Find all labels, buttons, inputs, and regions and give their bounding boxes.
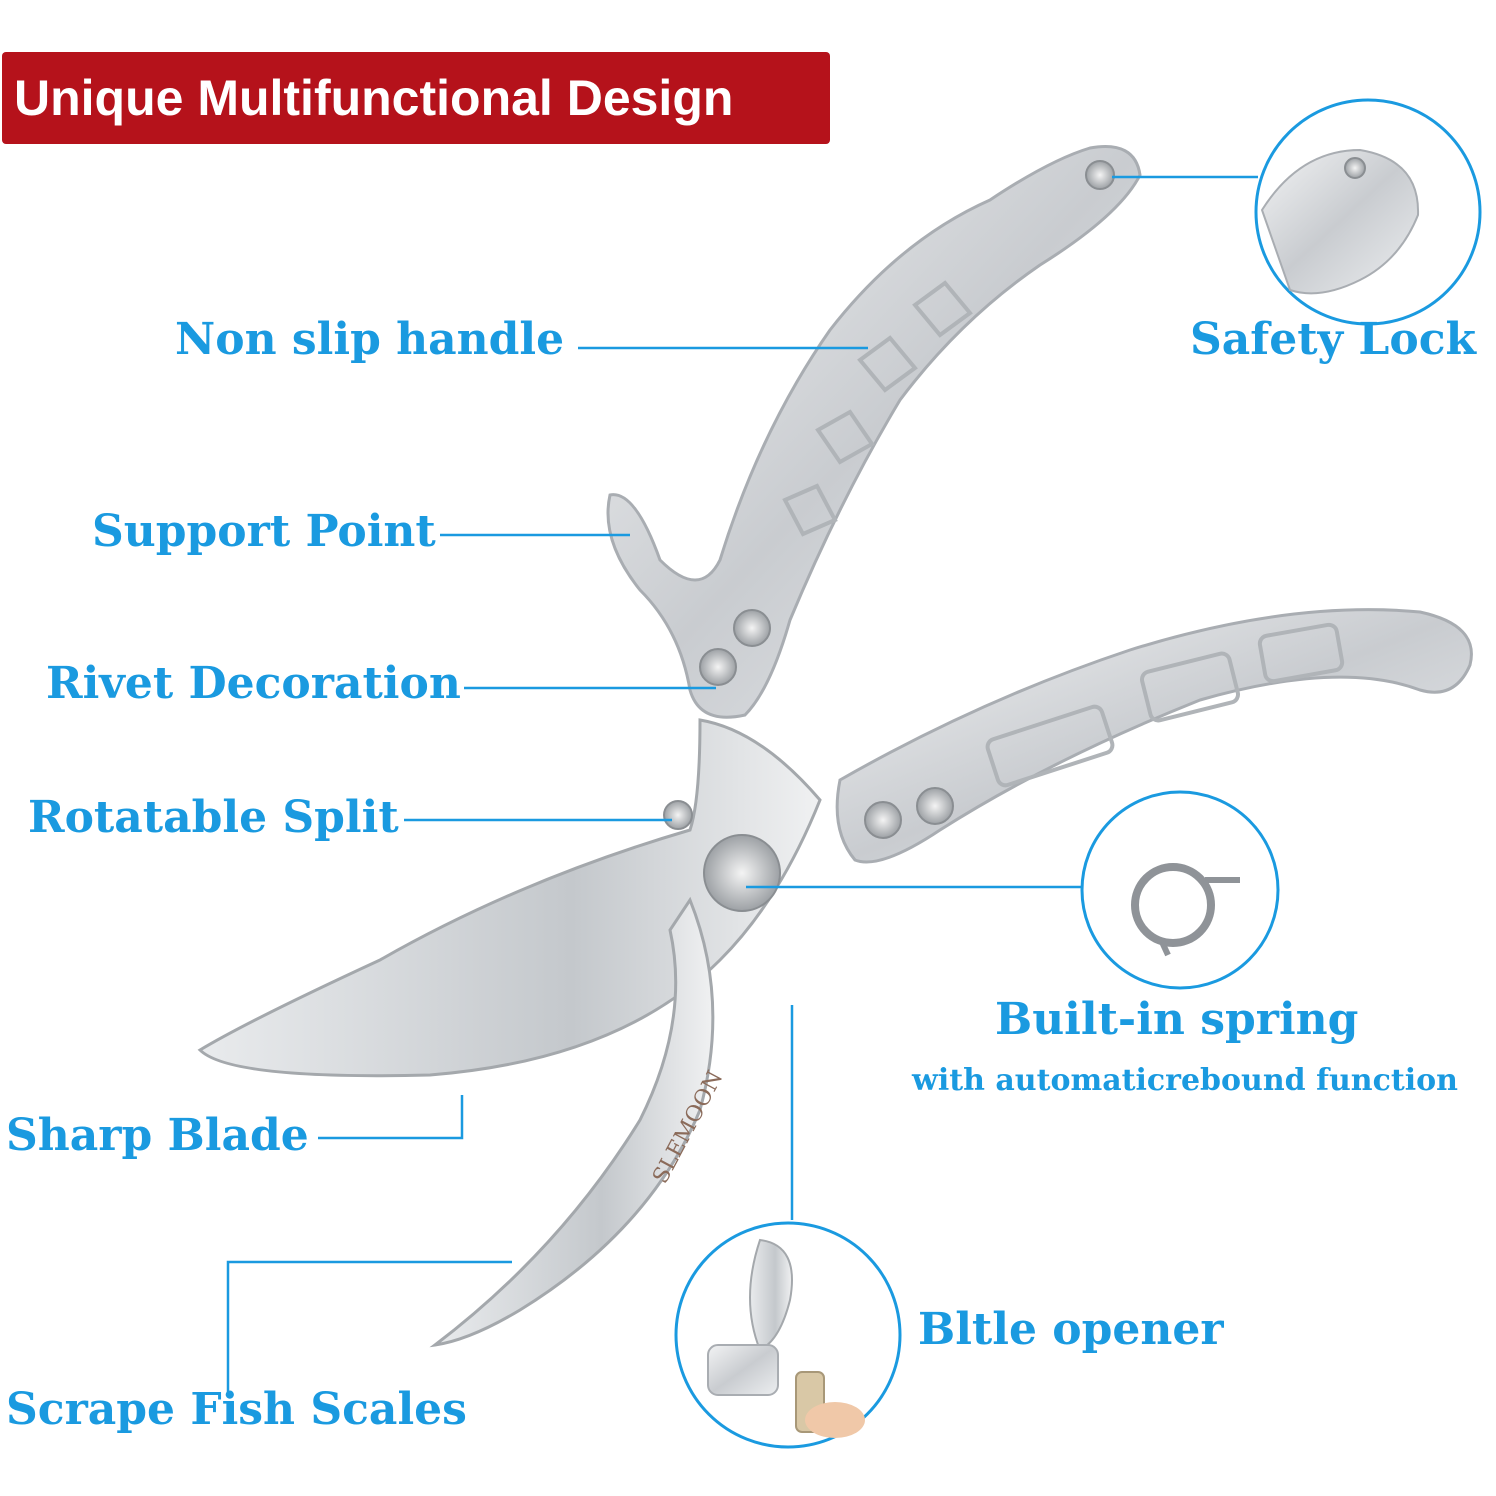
label-safety-lock: Safety Lock xyxy=(1190,314,1476,365)
label-built-in-spring: Built-in spring xyxy=(995,994,1359,1045)
spring-detail xyxy=(1080,790,1280,990)
label-bottle-opener: Bltle opener xyxy=(918,1304,1224,1355)
rivets xyxy=(663,609,954,912)
bottle-opener-detail xyxy=(674,1221,902,1449)
label-rotatable-split: Rotatable Split xyxy=(28,792,399,843)
callout-lines xyxy=(226,175,1258,1396)
blades: SLEMOON xyxy=(197,718,822,1348)
lower-handle xyxy=(835,608,1473,864)
pivot-screw xyxy=(703,834,781,912)
label-built-in-spring-sub: with automaticrebound function xyxy=(912,1063,1458,1098)
title-banner: Unique Multifunctional Design xyxy=(2,52,830,144)
rivet-icon xyxy=(916,787,954,825)
hand-icon xyxy=(805,1402,865,1438)
rivet-icon xyxy=(733,609,771,647)
label-non-slip-handle: Non slip handle xyxy=(175,314,565,365)
safety-lock-screw xyxy=(1085,160,1115,190)
label-scrape-fish-scales: Scrape Fish Scales xyxy=(6,1384,467,1435)
rivet-icon xyxy=(864,801,902,839)
rotatable-split-pin xyxy=(663,800,693,830)
rivet-icon xyxy=(699,648,737,686)
banner-title: Unique Multifunctional Design xyxy=(14,70,734,126)
label-rivet-decoration: Rivet Decoration xyxy=(46,658,461,709)
spring-icon xyxy=(1131,863,1215,947)
label-support-point: Support Point xyxy=(92,506,436,557)
safety-lock-detail xyxy=(1254,98,1482,326)
label-sharp-blade: Sharp Blade xyxy=(6,1110,309,1161)
upper-handle xyxy=(606,145,1142,719)
